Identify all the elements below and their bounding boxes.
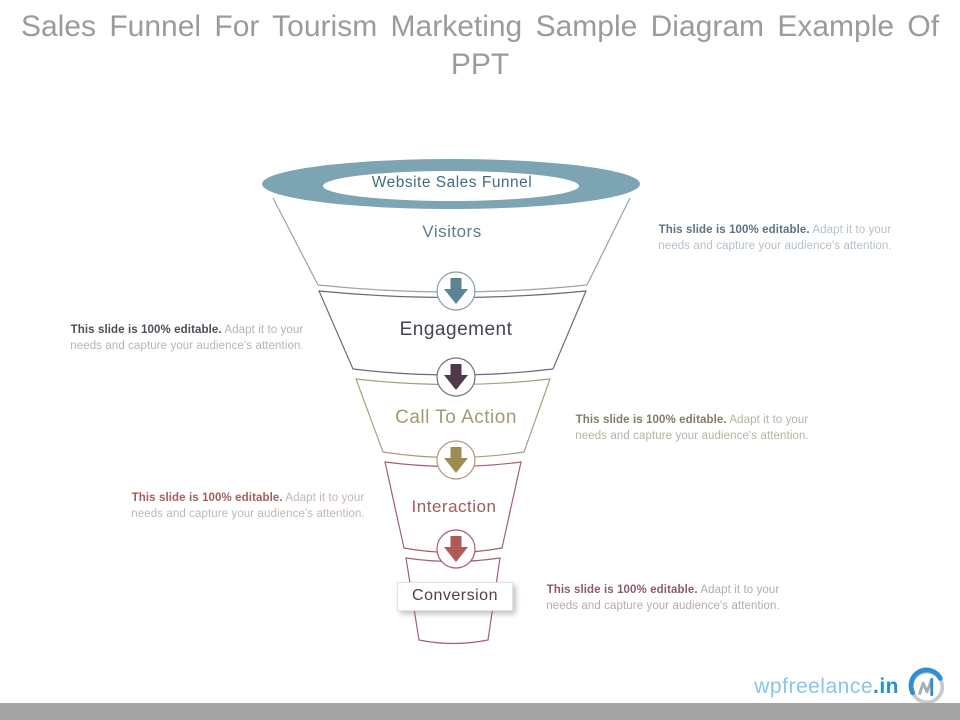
funnel-section-engagement bbox=[318, 290, 587, 376]
callout-rest-text: Adapt it to your needs and capture your … bbox=[70, 324, 304, 353]
callout-call-to-action: This slide is 100% editable. Adapt it to… bbox=[561, 412, 823, 444]
wpfreelance-logo-icon bbox=[908, 667, 945, 705]
page-title: Sales Funnel For Tourism Marketing Sampl… bbox=[20, 10, 940, 82]
callout-interaction: This slide is 100% editable. Adapt it to… bbox=[117, 490, 379, 522]
callout-rest-text: Adapt it to your needs and capture your … bbox=[546, 584, 780, 613]
stage-label-engagement: Engagement bbox=[399, 319, 513, 340]
down-arrow-icon-1 bbox=[436, 271, 476, 311]
brand-name: wpfreelance bbox=[754, 675, 873, 698]
callout-rest-text: Adapt it to your needs and capture your … bbox=[658, 224, 892, 253]
callout-engagement: This slide is 100% editable. Adapt it to… bbox=[56, 322, 318, 354]
callout-conversion: This slide is 100% editable. Adapt it to… bbox=[532, 582, 794, 614]
brand-tld: .in bbox=[873, 675, 899, 698]
down-arrow-icon-2 bbox=[436, 357, 476, 397]
callout-visitors: This slide is 100% editable. Adapt it to… bbox=[644, 222, 906, 254]
stage-label-conversion: Conversion bbox=[397, 582, 513, 611]
callout-bold-text: This slide is 100% editable. bbox=[70, 324, 222, 336]
callout-bold-text: This slide is 100% editable. bbox=[658, 224, 810, 236]
funnel-section-call-to-action bbox=[355, 378, 551, 459]
stage-label-call-to-action: Call To Action bbox=[395, 407, 517, 428]
stage-label-visitors: Visitors bbox=[422, 222, 482, 241]
funnel-section-interaction bbox=[384, 461, 522, 554]
footer-bar bbox=[0, 703, 960, 720]
brand: wpfreelance.in bbox=[754, 666, 948, 708]
funnel-top-label: Website Sales Funnel bbox=[371, 174, 533, 191]
stage-label-interaction: Interaction bbox=[411, 497, 497, 516]
callout-rest-text: Adapt it to your needs and capture your … bbox=[575, 414, 809, 443]
down-arrow-icon-3 bbox=[436, 440, 476, 480]
callout-bold-text: This slide is 100% editable. bbox=[575, 414, 727, 426]
brand-text: wpfreelance.in bbox=[754, 675, 899, 699]
callout-rest-text: Adapt it to your needs and capture your … bbox=[131, 492, 365, 521]
down-arrow-icon-4 bbox=[436, 529, 476, 569]
funnel-top-ring bbox=[262, 159, 640, 209]
callout-bold-text: This slide is 100% editable. bbox=[131, 492, 283, 504]
callout-bold-text: This slide is 100% editable. bbox=[546, 584, 698, 596]
